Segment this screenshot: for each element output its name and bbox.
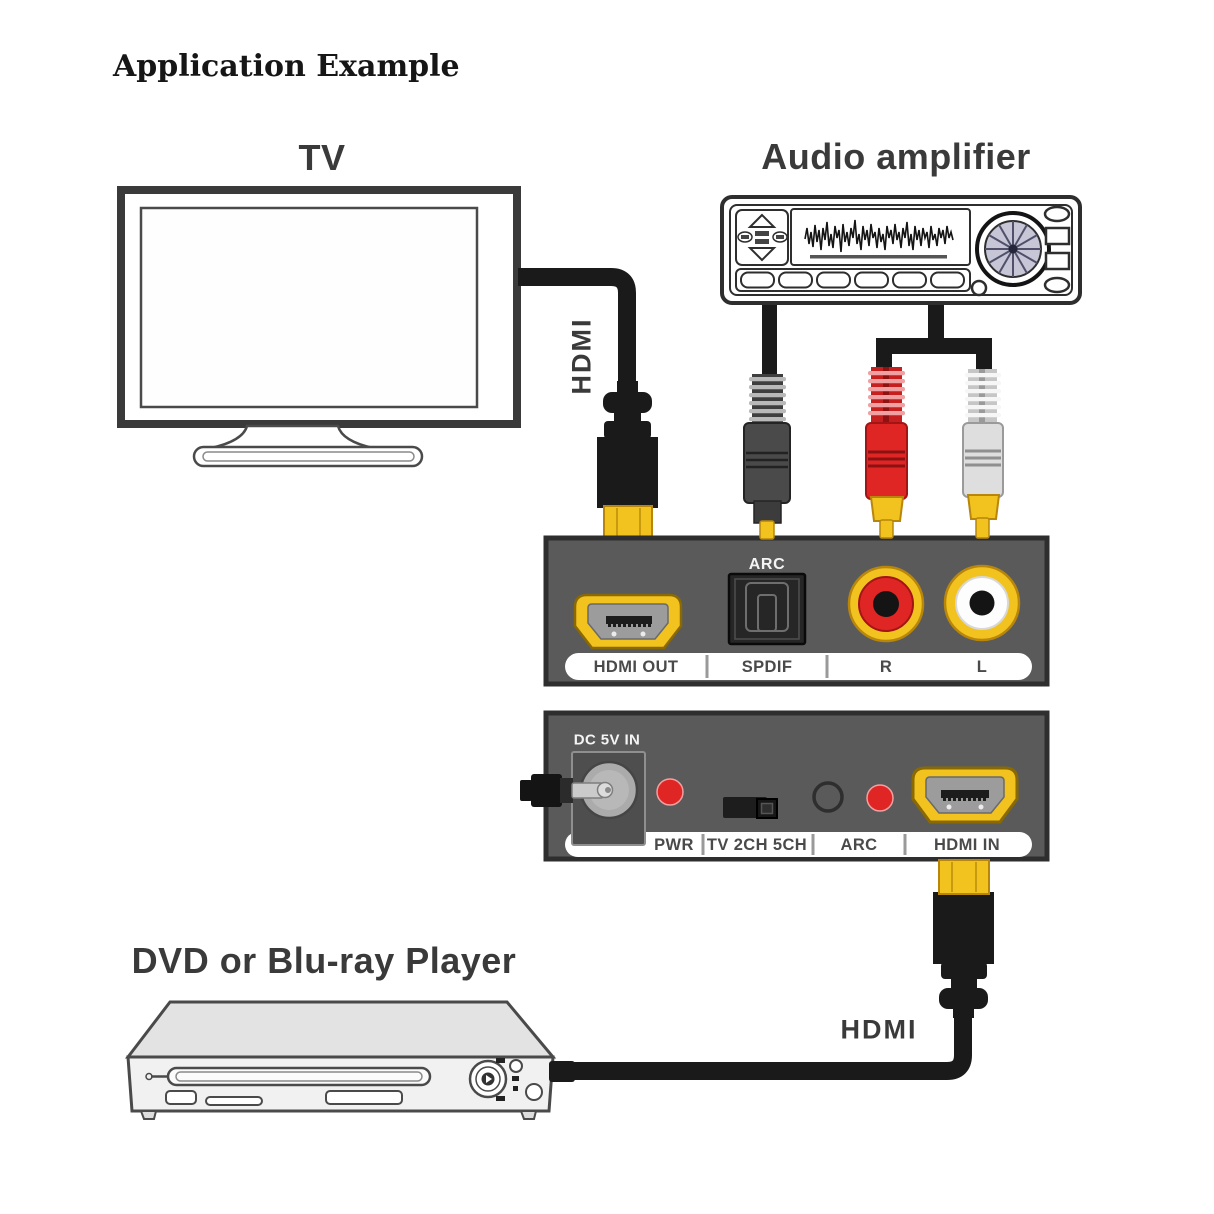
output-label-bar	[565, 653, 1032, 680]
tv-illustration	[117, 186, 521, 468]
converter-input-panel	[520, 710, 1050, 862]
dvd-player-illustration	[124, 1000, 575, 1120]
arc-marking: ARC	[748, 556, 786, 573]
channel-switch-icon	[723, 797, 778, 819]
port-label-r: R	[879, 657, 893, 676]
port-label-spdif: SPDIF	[741, 657, 793, 676]
hdmi-out-port-icon	[573, 593, 683, 650]
dvd-hdmi-cable-label: HDMI	[840, 1014, 918, 1045]
port-label-arc: ARC	[840, 835, 878, 854]
tv-label: TV	[298, 137, 346, 178]
spdif-port-icon	[727, 572, 807, 646]
hdmi-plug-gold	[938, 859, 990, 895]
volume-knob-icon	[975, 211, 1051, 287]
amp-control-pad	[735, 209, 789, 266]
input-label-bar	[565, 832, 1032, 857]
port-label-hdmi-out: HDMI OUT	[593, 657, 679, 676]
port-label-hdmi-in: HDMI IN	[933, 835, 1001, 854]
spdif-cable-connector	[743, 374, 791, 540]
tv-hdmi-cable	[518, 268, 658, 541]
waveform	[804, 219, 954, 253]
rca-white-connector	[962, 369, 1004, 539]
dvd-player-label: DVD or Blu-ray Player	[131, 940, 517, 981]
hdmi-in-port-icon	[911, 766, 1019, 824]
play-control-icon	[468, 1059, 508, 1099]
rca-jack-r-icon	[847, 565, 925, 643]
port-label-l: L	[976, 657, 988, 676]
hdmi-connector-body	[933, 892, 994, 964]
amplifier-label: Audio amplifier	[761, 136, 1031, 177]
arc-button	[812, 781, 844, 813]
page-title: Application Example	[113, 49, 460, 84]
hdmi-connector-body	[597, 437, 658, 508]
arc-led	[866, 784, 894, 812]
port-label-pwr: PWR	[654, 835, 694, 854]
down-arrow-icon	[747, 247, 777, 262]
hdmi-plug-gold	[603, 505, 653, 541]
power-led	[656, 778, 684, 806]
dvd-hdmi-cable	[556, 859, 994, 1080]
rca-red-connector	[865, 367, 908, 539]
dc-power-plug-icon	[520, 774, 614, 807]
tv-hdmi-cable-label: HDMI	[566, 317, 597, 395]
audio-amplifier-illustration	[720, 195, 1082, 377]
disc-tray-slot	[166, 1066, 432, 1087]
rca-jack-l-icon	[943, 564, 1021, 642]
dc-5v-in-marking: DC 5V IN	[573, 731, 641, 749]
port-label-tv-2ch-5ch: TV 2CH 5CH	[706, 835, 808, 854]
converter-output-panel	[543, 535, 1050, 687]
up-arrow-icon	[747, 213, 777, 228]
